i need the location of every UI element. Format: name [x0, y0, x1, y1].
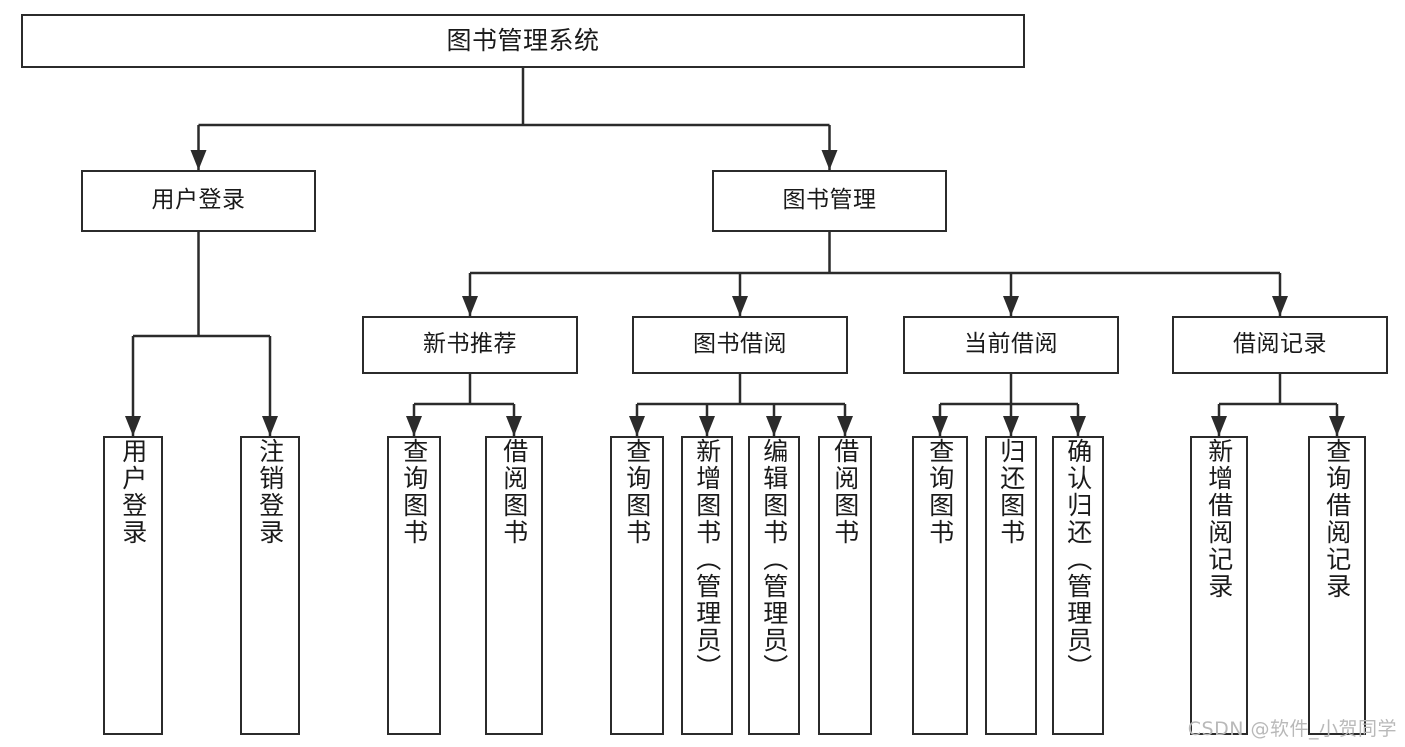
- node-leaf-query2[interactable]: 查询图书: [610, 436, 664, 735]
- arrowhead-icon: [1003, 416, 1019, 436]
- arrowhead-icon: [406, 416, 422, 436]
- arrowhead-icon: [766, 416, 782, 436]
- arrowhead-icon: [837, 416, 853, 436]
- arrowhead-icon: [1003, 296, 1019, 316]
- node-label: 查询借阅记录: [1322, 438, 1352, 600]
- node-leaf-borrow2[interactable]: 借阅图书: [818, 436, 872, 735]
- node-label: 查询图书: [399, 438, 429, 546]
- node-label: 借阅图书: [830, 438, 860, 546]
- arrowhead-icon: [1329, 416, 1345, 436]
- node-leaf-query3[interactable]: 查询图书: [912, 436, 968, 735]
- node-label: 借阅记录: [1233, 331, 1327, 358]
- arrowhead-icon: [932, 416, 948, 436]
- node-label: 用户登录: [151, 187, 246, 214]
- node-leaf-edit[interactable]: 编辑图书（管理员）: [748, 436, 800, 735]
- arrowhead-icon: [1070, 416, 1086, 436]
- node-label: 新增借阅记录: [1204, 438, 1234, 600]
- node-label: 当前借阅: [964, 331, 1058, 358]
- node-label: 用户登录: [118, 438, 148, 546]
- node-label: 查询图书: [925, 438, 955, 546]
- arrowhead-icon: [1211, 416, 1227, 436]
- node-records[interactable]: 借阅记录: [1172, 316, 1388, 374]
- arrowhead-icon: [732, 296, 748, 316]
- node-leaf-add[interactable]: 新增图书（管理员）: [681, 436, 733, 735]
- node-label: 新书推荐: [423, 331, 517, 358]
- node-leaf-confirm[interactable]: 确认归还（管理员）: [1052, 436, 1104, 735]
- node-label: 图书管理: [782, 187, 877, 214]
- arrowhead-icon: [262, 416, 278, 436]
- node-leaf-return[interactable]: 归还图书: [985, 436, 1037, 735]
- node-label: 注销登录: [255, 438, 285, 546]
- arrowhead-icon: [190, 150, 207, 170]
- arrowhead-icon: [462, 296, 478, 316]
- node-label: 新增图书（管理员）: [692, 438, 722, 681]
- node-label: 借阅图书: [499, 438, 529, 546]
- node-label: 编辑图书（管理员）: [759, 438, 789, 681]
- node-root[interactable]: 图书管理系统: [21, 14, 1025, 68]
- arrowhead-icon: [821, 150, 838, 170]
- node-label: 查询图书: [622, 438, 652, 546]
- node-label: 图书借阅: [693, 331, 787, 358]
- node-borrow[interactable]: 图书借阅: [632, 316, 848, 374]
- node-leaf-login[interactable]: 用户登录: [103, 436, 163, 735]
- node-current[interactable]: 当前借阅: [903, 316, 1119, 374]
- arrowhead-icon: [125, 416, 141, 436]
- arrowhead-icon: [699, 416, 715, 436]
- node-leaf-borrow1[interactable]: 借阅图书: [485, 436, 543, 735]
- node-login[interactable]: 用户登录: [81, 170, 316, 232]
- node-bookmgmt[interactable]: 图书管理: [712, 170, 947, 232]
- arrowhead-icon: [629, 416, 645, 436]
- node-label: 确认归还（管理员）: [1063, 438, 1093, 681]
- node-label: 归还图书: [996, 438, 1026, 546]
- node-leaf-query1[interactable]: 查询图书: [387, 436, 441, 735]
- node-newbook[interactable]: 新书推荐: [362, 316, 578, 374]
- node-leaf-addrec[interactable]: 新增借阅记录: [1190, 436, 1248, 735]
- node-leaf-logout[interactable]: 注销登录: [240, 436, 300, 735]
- node-leaf-queryrec[interactable]: 查询借阅记录: [1308, 436, 1366, 735]
- watermark-text: CSDN @软件_小贺同学: [1187, 718, 1397, 740]
- arrowhead-icon: [506, 416, 522, 436]
- node-label: 图书管理系统: [446, 26, 600, 56]
- arrowhead-icon: [1272, 296, 1288, 316]
